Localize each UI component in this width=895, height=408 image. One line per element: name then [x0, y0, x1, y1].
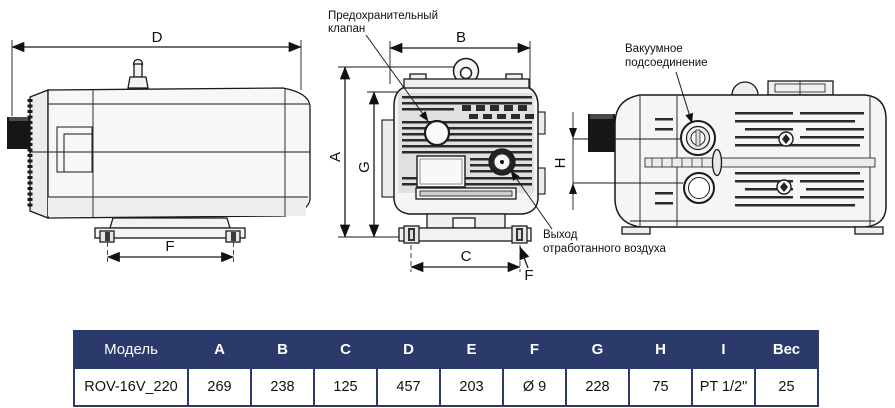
vacuum-label-line2: подсоединение: [625, 57, 708, 69]
exhaust-annotation: [510, 170, 553, 230]
exhaust-port-top: [683, 172, 715, 204]
dim-label-f-side: F: [165, 238, 174, 255]
exhaust-label-line1: Выход: [543, 229, 578, 241]
front-view: A G B: [327, 10, 666, 284]
header-model: Модель: [73, 330, 189, 369]
cell-weight: 25: [754, 367, 819, 407]
cell-e: 203: [439, 367, 504, 407]
cell-c: 125: [313, 367, 378, 407]
dim-label-c: C: [461, 248, 472, 265]
cell-d: 457: [376, 367, 441, 407]
header-a: A: [187, 330, 252, 369]
foot-right-top: [854, 226, 884, 235]
inlet-block: [588, 114, 615, 152]
body-bottom-band: [48, 197, 306, 216]
oil-plug: [127, 58, 149, 89]
side-window: [56, 126, 93, 173]
dim-label-g: G: [356, 161, 373, 173]
technical-drawing: D: [7, 10, 887, 284]
safety-valve-label-line1: Предохранительный: [328, 10, 438, 22]
vacuum-annotation-leader: [675, 71, 693, 124]
header-f: F: [502, 330, 567, 369]
header-g: G: [565, 330, 630, 369]
foot-left-top: [621, 226, 651, 235]
table-row: ROV-16V_220 269 238 125 457 203 Ø 9 228 …: [73, 367, 819, 407]
base-feet-front: [398, 213, 532, 244]
header-b: B: [250, 330, 315, 369]
cell-f: Ø 9: [502, 367, 567, 407]
vacuum-label-line1: Вакуумное: [625, 43, 683, 55]
dimension-d: [11, 40, 302, 116]
top-cover: [403, 73, 530, 89]
bottom-grille: [415, 187, 517, 200]
cooling-fins-top: [655, 112, 864, 207]
top-block: [767, 80, 834, 96]
dim-label-b: B: [456, 29, 466, 46]
dimension-b: [389, 41, 531, 88]
nameplate: [416, 155, 466, 188]
fan-cover-end: [29, 89, 49, 219]
cell-i: PT 1/2": [691, 367, 756, 407]
dim-label-f-front: F: [524, 267, 533, 284]
check-valve-top: [776, 131, 794, 195]
shaft-centerline: [644, 148, 876, 177]
safety-valve-label-line2: клапан: [328, 23, 365, 35]
base-feet-side: [94, 217, 246, 243]
dimension-h: [569, 112, 683, 210]
header-c: C: [313, 330, 378, 369]
cell-a: 269: [187, 367, 252, 407]
dim-label-d: D: [152, 29, 163, 46]
safety-valve: [423, 119, 451, 147]
cell-g: 228: [565, 367, 630, 407]
foot-hole-leader: [519, 246, 530, 269]
cell-model: ROV-16V_220: [73, 367, 189, 407]
side-view: D: [7, 29, 311, 263]
dome-cap: [731, 81, 759, 96]
cell-h: 75: [628, 367, 693, 407]
header-i: I: [691, 330, 756, 369]
header-e: E: [439, 330, 504, 369]
lifting-eye: [452, 57, 480, 85]
dimensions-table: Модель A B C D E F G H I Вес ROV-16V_220…: [73, 330, 819, 407]
exhaust-label-line2: отработанного воздуха: [543, 243, 666, 255]
dim-label-a: A: [327, 152, 344, 162]
terminal-box: [7, 117, 30, 149]
header-weight: Вес: [754, 330, 819, 369]
header-d: D: [376, 330, 441, 369]
vacuum-port: [680, 120, 716, 156]
top-view: H Вакуумное подсоединение: [552, 43, 887, 235]
table-header-row: Модель A B C D E F G H I Вес: [73, 330, 819, 369]
exhaust-port-front: [488, 148, 516, 176]
safety-valve-annotation: [365, 34, 429, 122]
dimension-f-side: [106, 242, 235, 263]
header-h: H: [628, 330, 693, 369]
dim-label-h: H: [552, 158, 569, 169]
cell-b: 238: [250, 367, 315, 407]
